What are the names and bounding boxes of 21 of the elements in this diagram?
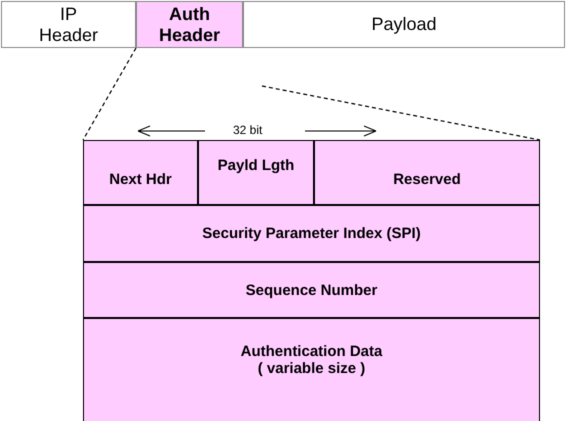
field-label: Sequence Number [246,282,378,298]
field-label: Payload [371,14,437,35]
expansion-line [82,48,137,140]
packet-field-box [243,1,565,48]
field-label: Security Parameter Index (SPI) [202,225,421,242]
packet-field-box [1,1,136,48]
expansion-line [262,85,540,141]
header-field-box [83,205,540,262]
field-label: Auth Header [158,4,222,46]
header-field-box [198,140,314,205]
field-label: Reserved [393,171,461,188]
dimension-label: 32 bit [233,123,262,137]
field-label: Authentication Data ( variable size ) [240,343,384,377]
field-label: IP Header [38,4,100,46]
field-label: Next Hdr [109,171,172,188]
header-field-box [83,262,540,318]
packet-field-box [136,1,243,48]
header-structure-box [83,140,540,421]
field-label: Payld Lgth [218,157,294,174]
header-field-box [83,140,198,205]
header-field-box [314,140,540,205]
